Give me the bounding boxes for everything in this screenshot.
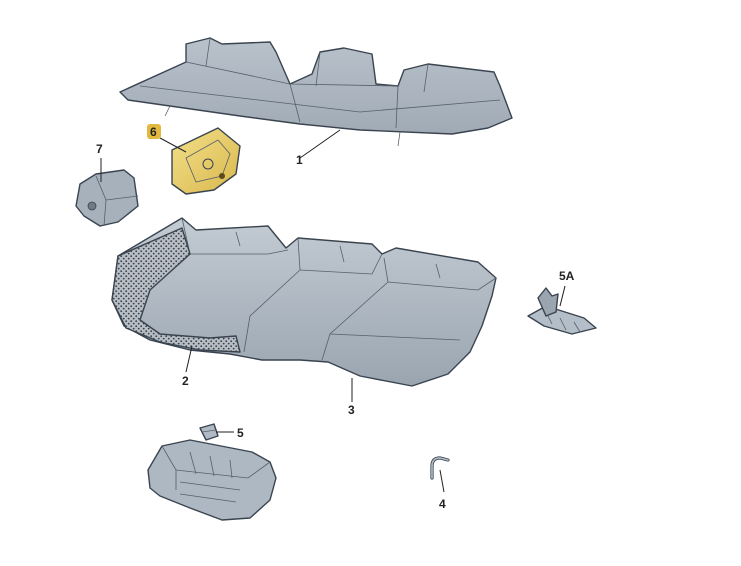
callout-6: 6 — [150, 125, 157, 139]
base-tray-frame — [147, 439, 277, 521]
callout-5a: 5A — [559, 269, 575, 283]
callout-4: 4 — [439, 497, 446, 511]
callout-7: 7 — [96, 142, 103, 156]
callout-6-badge: 6 — [147, 124, 161, 139]
seat-base-panel-part-1 — [119, 37, 513, 147]
callout-3: 3 — [348, 403, 355, 417]
bracket-part-6-highlighted — [171, 127, 241, 195]
hook-part-4 — [430, 456, 450, 480]
leader-lines — [100, 129, 566, 493]
callout-1: 1 — [296, 153, 303, 167]
spring-clip-part-5a — [527, 287, 597, 335]
foam-pad-part-2 — [111, 227, 241, 353]
end-cap-part-7 — [75, 169, 139, 227]
small-clip-part-5 — [199, 423, 219, 441]
callout-labels: 1 7 6 2 3 5A 5 4 — [96, 124, 575, 511]
callout-5: 5 — [237, 426, 244, 440]
callout-2: 2 — [182, 374, 189, 388]
